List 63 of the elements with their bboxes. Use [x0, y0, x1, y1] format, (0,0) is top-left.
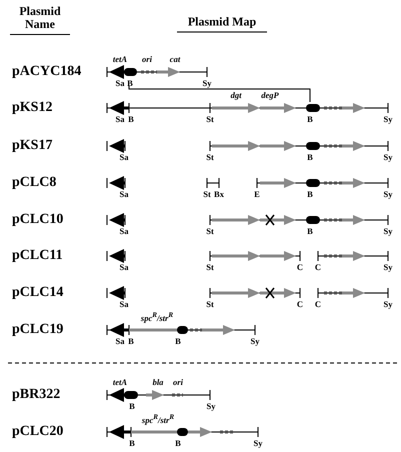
plasmid-name: pKS17 — [12, 138, 52, 154]
restriction-site-label: C — [296, 262, 304, 272]
gene-label: degP — [261, 90, 279, 100]
gene-label: spc$^{R}$/str$^{R}$ — [142, 413, 174, 425]
restriction-site-label: Sa — [120, 189, 128, 199]
gene-label: spc$^{R}$/str$^{R}$ — [140, 311, 174, 323]
gene-label: ori — [142, 54, 152, 64]
plasmid-name: pCLC11 — [12, 248, 63, 264]
plasmid-name: pCLC10 — [12, 212, 64, 228]
restriction-site-label: B — [127, 78, 133, 88]
restriction-site-label: B — [175, 336, 181, 346]
restriction-site-label: B — [128, 336, 134, 346]
restriction-site-label: Sy — [254, 438, 262, 448]
restriction-site-label: St — [206, 299, 214, 309]
gene-label: tetA — [112, 377, 128, 387]
restriction-site-label: Sa — [120, 226, 128, 236]
restriction-site-label: St — [203, 189, 211, 199]
restriction-site-label: Sa — [116, 114, 124, 124]
restriction-site-label: Sy — [384, 262, 392, 272]
column-heading: Plasmid Map — [177, 16, 267, 32]
restriction-site-label: Sy — [202, 78, 212, 88]
restriction-site-label: B — [307, 189, 313, 199]
restriction-site-label: C — [314, 299, 322, 309]
restriction-site-label: B — [175, 438, 181, 448]
restriction-site-label: C — [314, 262, 322, 272]
gene-label: bla — [152, 377, 164, 387]
restriction-site-label: Sa — [120, 262, 128, 272]
restriction-site-label: St — [206, 114, 214, 124]
restriction-site-label: Sy — [384, 189, 392, 199]
restriction-site-label: E — [254, 189, 260, 199]
restriction-site-label: B — [307, 114, 313, 124]
plasmid-name: pCLC19 — [12, 322, 64, 338]
restriction-site-label: Sa — [120, 299, 128, 309]
gene-label: dgt — [230, 90, 242, 100]
restriction-site-label: B — [307, 152, 313, 162]
restriction-site-label: Bx — [214, 189, 224, 199]
gene-label: tetA — [112, 54, 128, 64]
restriction-site-label: Sy — [384, 226, 392, 236]
restriction-site-label: St — [206, 226, 214, 236]
plasmid-name: pBR322 — [12, 387, 60, 403]
restriction-site-label: St — [206, 262, 214, 272]
restriction-site-label: Sa — [116, 336, 124, 346]
gene-label: cat — [170, 54, 180, 64]
restriction-site-label: B — [128, 114, 134, 124]
plasmid-name: pACYC184 — [12, 64, 82, 80]
restriction-site-label: B — [129, 401, 135, 411]
restriction-site-label: Sy — [384, 299, 392, 309]
plasmid-name: pCLC8 — [12, 175, 56, 191]
restriction-site-label: Sy — [206, 401, 216, 411]
restriction-site-label: St — [206, 152, 214, 162]
restriction-site-label: Sa — [120, 152, 128, 162]
column-heading: Plasmid Name — [10, 5, 70, 35]
restriction-site-label: B — [307, 226, 313, 236]
restriction-site-label: Sa — [116, 78, 124, 88]
restriction-site-label: Sy — [384, 114, 392, 124]
restriction-site-label: C — [296, 299, 304, 309]
restriction-site-label: Sy — [250, 336, 260, 346]
plasmid-name: pCLC14 — [12, 285, 64, 301]
plasmid-name: pCLC20 — [12, 424, 64, 440]
restriction-site-label: B — [129, 438, 135, 448]
plasmid-name: pKS12 — [12, 100, 52, 116]
restriction-site-label: Sy — [384, 152, 392, 162]
gene-label: ori — [173, 377, 183, 387]
